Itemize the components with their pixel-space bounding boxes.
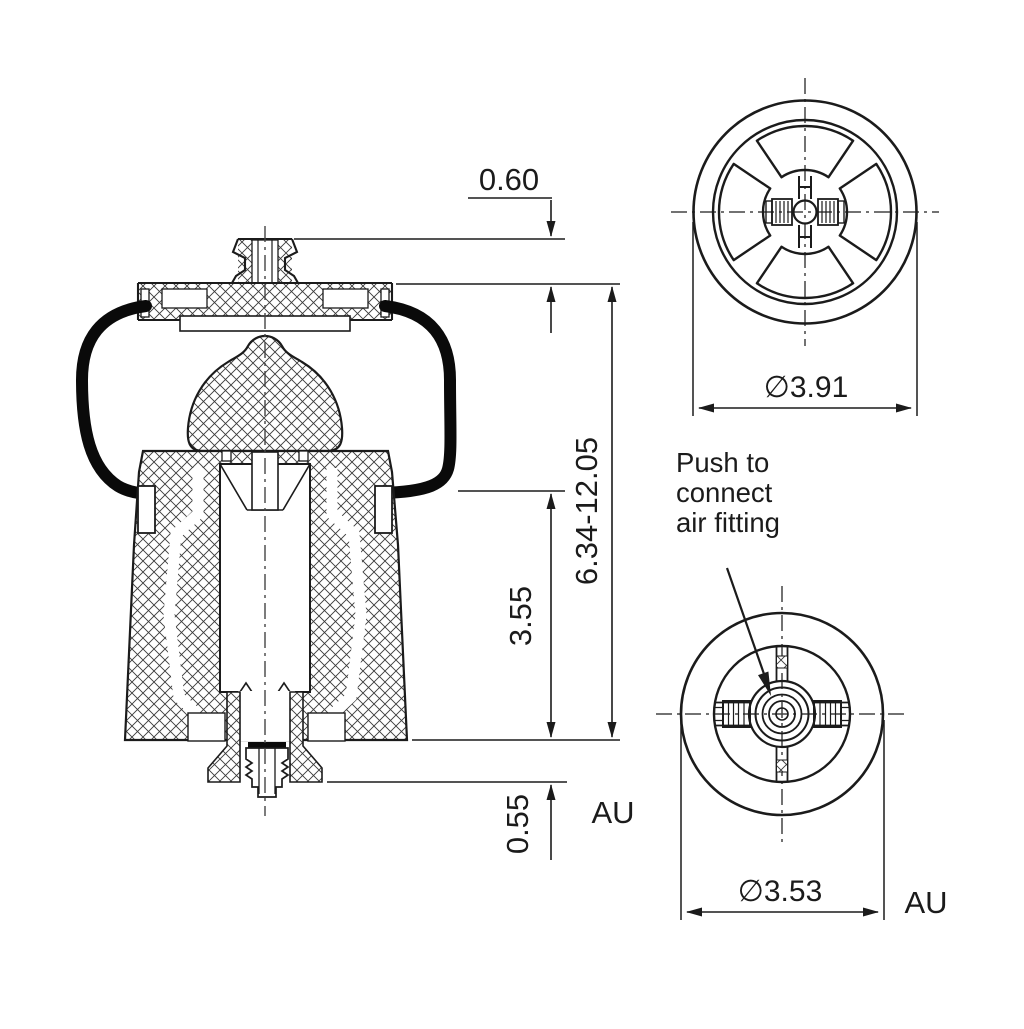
bottom-view-dimension: [680, 720, 885, 920]
mount-code-left: AU: [591, 795, 634, 830]
callout-line2: connect: [676, 477, 773, 508]
extension-lines: [294, 238, 620, 783]
callout-leader: [725, 567, 771, 696]
top-view-hub: [765, 176, 845, 248]
dim-overall-height: 6.34-12.05: [569, 437, 604, 585]
clamp-tab-right: [374, 485, 393, 534]
spoke-openings: [717, 124, 893, 300]
mount-code-right: AU: [904, 885, 947, 920]
top-view-dimension: [692, 222, 918, 416]
clamp-tab-left: [137, 485, 156, 534]
dimension-lines: [468, 197, 617, 860]
callout-line3: air fitting: [676, 507, 780, 538]
dim-fitting-height: 0.60: [479, 162, 539, 197]
dim-stud-height: 0.55: [500, 794, 535, 854]
top-view-outer-circle: [692, 99, 918, 325]
piston: [123, 449, 409, 742]
cross-arms: [715, 647, 849, 781]
dim-bottom-diameter: ∅3.53: [738, 875, 823, 908]
bottom-view-outer-circle: [679, 611, 885, 817]
bottom-view: Push to connect air fitting ∅3.53 AU: [656, 447, 948, 920]
bellows: [75, 300, 457, 500]
dim-top-diameter: ∅3.91: [764, 371, 849, 404]
callout-line1: Push to: [676, 447, 769, 478]
dim-piston-height: 3.55: [503, 586, 538, 646]
section-view: 0.60 6.34-12.05 3.55 0.55 AU: [75, 162, 635, 860]
bottom-stud: [207, 691, 323, 798]
top-view-inner-circle: [711, 118, 899, 306]
top-view: ∅3.91: [671, 78, 939, 416]
bottom-view-inner-circle: [712, 644, 852, 784]
